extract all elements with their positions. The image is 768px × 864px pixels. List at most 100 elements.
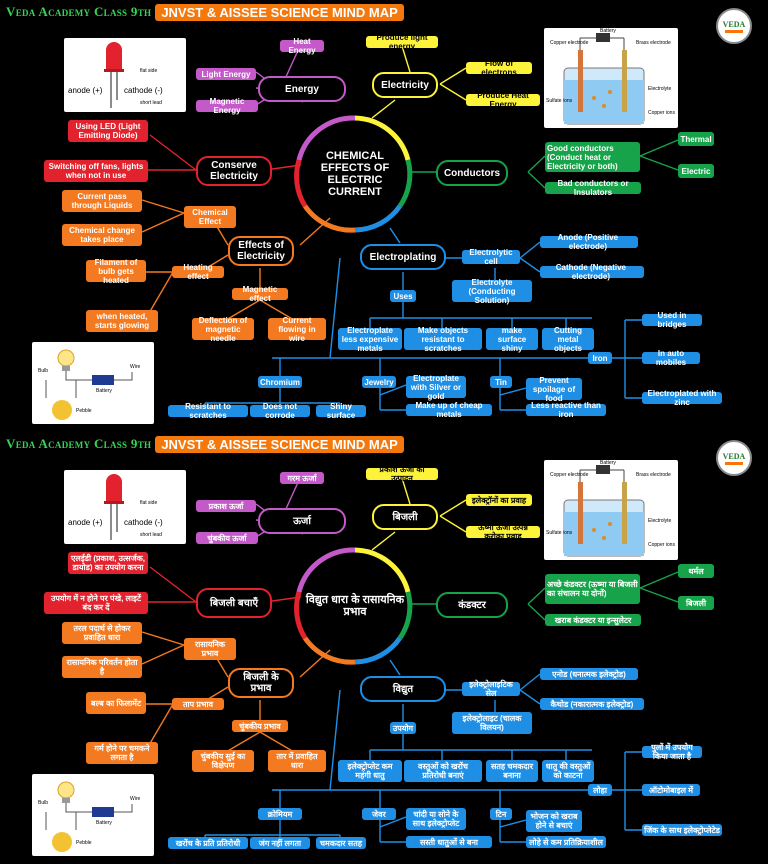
conserve-electricity-node: Conserve Electricity <box>196 156 272 186</box>
iron-node: लोहा <box>588 784 612 796</box>
flow-electrons-node: Flow of electrons <box>466 59 532 77</box>
cathode-label: कैथोड <box>550 699 569 709</box>
produce-light-node: प्रकाश ऊर्जा का उत्पादन <box>366 465 438 483</box>
copper-ions-label: Copper ions <box>648 110 675 116</box>
electrolytic-cell-diagram: Copper electrode Brass electrode Battery… <box>544 28 678 128</box>
banner: Veda Academy Class 9th JNVST & AISSEE SC… <box>6 2 404 22</box>
cr-not-corrode-node: Does not corrode <box>250 402 310 420</box>
jewelry-node: Jewelry <box>362 376 396 388</box>
tin-node: टिन <box>490 808 512 820</box>
cr-resistant-node: खरोंच के प्रति प्रतिरोधी <box>168 837 248 849</box>
produce-heat-node: Produce Heat Energy <box>466 91 540 109</box>
magnetic-effect-node: Magnetic effect <box>232 285 288 303</box>
starts-glowing-node: when heated, starts glowing <box>86 310 158 332</box>
electricity-node: Electricity <box>372 72 438 98</box>
brand-text: Veda Academy Class 9th <box>6 4 152 19</box>
brand-text: Veda Academy Class 9th <box>6 436 152 451</box>
led-icon <box>104 42 124 108</box>
veda-logo: VEDA <box>716 440 752 476</box>
conserve-electricity-node: बिजली बचाएँ <box>196 588 272 618</box>
resistant-scratches-node: वस्तुओं को खरोंच प्रतिरोधी बनाएं <box>404 760 482 782</box>
current-liquids-node: Current pass through Liquids <box>62 190 142 212</box>
uses-node: उपयोग <box>390 722 416 734</box>
anode-label: Anode (Positive electrode) <box>557 233 619 251</box>
using-led-node: एलईडी (प्रकाश, उत्सर्जक, डायोड) का उपयोग… <box>68 552 148 574</box>
iron-node: Iron <box>588 352 612 364</box>
led-diagram: anode (+) cathode (-) flat side short le… <box>64 470 186 544</box>
led-cathode-label: cathode (-) <box>124 86 163 95</box>
led-flat-label: flat side <box>140 500 158 506</box>
electrolyte-node: Electrolyte (Conducting Solution) <box>452 278 532 305</box>
circuit-diagram: Bulb Wire Battery Pebble <box>32 774 154 856</box>
flow-electrons-node: इलेक्ट्रॉनों का प्रवाह <box>466 494 532 506</box>
j-cheap-metals-node: सस्ती धातुओं से बना <box>406 836 492 848</box>
conserve-label: Conserve Electricity <box>210 160 258 182</box>
central-topic-label: CHEMICAL EFFECTS OF ELECTRIC CURRENT <box>320 150 390 198</box>
chemical-change-node: रासायनिक परिवर्तन होता है <box>62 656 142 678</box>
thermal-node: थर्मल <box>678 564 714 578</box>
light-energy-node: Light Energy <box>196 68 256 80</box>
j-cheap-metals-node: Make up of cheap metals <box>406 401 492 419</box>
central-topic: विद्युत धारा के रासायनिक प्रभाव <box>303 554 407 658</box>
t-less-reactive-node: लोहे से कम प्रतिक्रियाशील <box>526 836 606 848</box>
filament-heated-node: बल्ब का फिलामेंट <box>86 692 146 714</box>
produce-heat-node: ऊष्मा ऊर्जा उत्पन्न करोका प्रवाह <box>466 523 540 541</box>
bad-conductors-node: खराब कंडक्टर या इन्सुलेटर <box>545 614 641 626</box>
bulb-label: Bulb <box>38 800 49 806</box>
copper-ions-label: Copper ions <box>648 542 675 548</box>
light-energy-node: प्रकाश ऊर्जा <box>196 500 256 512</box>
t-spoilage-node: भोजन को खराब होने से बचाएं <box>526 810 582 832</box>
i-bridges-node: पुलों में उपयोग किया जाता है <box>642 743 702 761</box>
brass-electrode-label: Brass electrode <box>636 40 671 46</box>
resistant-scratches-node: Make objects resistant to scratches <box>404 326 482 353</box>
pebble-label: Pebble <box>76 408 92 414</box>
heat-energy-node: गरम ऊर्जा <box>280 472 324 484</box>
deflection-needle-node: Deflection of magnetic needle <box>192 316 254 343</box>
chemical-change-node: Chemical change takes place <box>62 224 142 246</box>
led-short-label: short lead <box>140 100 162 106</box>
effects-label: Effects of Electricity <box>237 240 285 262</box>
sulfate-ions-label: Sulfate ions <box>546 98 573 104</box>
cutting-metal-node: Cutting metal objects <box>542 326 594 353</box>
electroplating-label: Electroplating <box>369 251 437 263</box>
filament-heated-node: Filament of bulb gets heated <box>86 258 146 285</box>
anode-note: (धनात्मक इलेक्ट्रोड) <box>569 669 626 679</box>
magnetic-energy-node: चुंबकीय ऊर्जा <box>196 532 258 544</box>
heating-effect-node: ताप प्रभाव <box>172 698 224 710</box>
produce-light-node: Produce light energy <box>366 33 438 51</box>
current-liquids-node: तरल पदार्थ से होकर प्रवाहित धारा <box>62 622 142 644</box>
hindi-mind-map-panel: Veda Academy Class 9th JNVST & AISSEE SC… <box>0 432 768 864</box>
circuit-icon <box>45 349 133 420</box>
central-topic-label: विद्युत धारा के रासायनिक प्रभाव <box>305 594 405 618</box>
using-led-node: Using LED (Light Emitting Diode) <box>68 120 148 142</box>
bulb-label: Bulb <box>38 368 49 374</box>
conductors-label: Conductors <box>443 167 501 179</box>
battery-label: Battery <box>600 460 616 466</box>
switching-off-node: उपयोग में न होने पर पंखे, लाइटें बंद कर … <box>44 592 148 614</box>
electricity-node: बिजली <box>372 504 438 530</box>
electric-node: बिजली <box>678 596 714 610</box>
switching-off-node: Switching off fans, lights when not in u… <box>44 160 148 182</box>
electroplating-node: विद्युत <box>360 676 446 702</box>
j-silver-gold-node: Electroplate with Silver or gold <box>406 374 466 401</box>
led-anode-label: anode (+) <box>68 518 103 527</box>
cathode-node: Cathode (Negative electrode) <box>540 263 644 281</box>
beaker-icon <box>563 465 645 557</box>
surface-shiny-node: सतह चमकदार बनाना <box>486 760 538 782</box>
center-ring <box>294 547 413 665</box>
deflection-needle-node: चुंबकीय सुई का विक्षेपण <box>192 750 254 772</box>
conductors-node: कंडक्टर <box>436 592 508 618</box>
heat-energy-node: Heat Energy <box>280 37 324 55</box>
electric-node: Electric <box>678 164 714 178</box>
copper-electrode-label: Copper electrode <box>550 40 589 46</box>
energy-node: ऊर्जा <box>258 508 346 534</box>
i-zinc-node: जिंक के साथ इलेक्ट्रोप्लेटेड <box>642 824 722 836</box>
chromium-node: क्रोमियम <box>258 808 302 820</box>
mind-map-title: JNVST & AISSEE SCIENCE MIND MAP <box>155 435 404 453</box>
electrolyte-label: Electrolyte <box>648 86 672 92</box>
mind-map-title: JNVST & AISSEE SCIENCE MIND MAP <box>155 3 404 21</box>
led-cathode-label: cathode (-) <box>124 518 163 527</box>
circuit-diagram: Bulb Wire Battery Pebble <box>32 342 154 424</box>
wire-label: Wire <box>130 796 141 802</box>
i-bridges-node: Used in bridges <box>642 311 702 329</box>
